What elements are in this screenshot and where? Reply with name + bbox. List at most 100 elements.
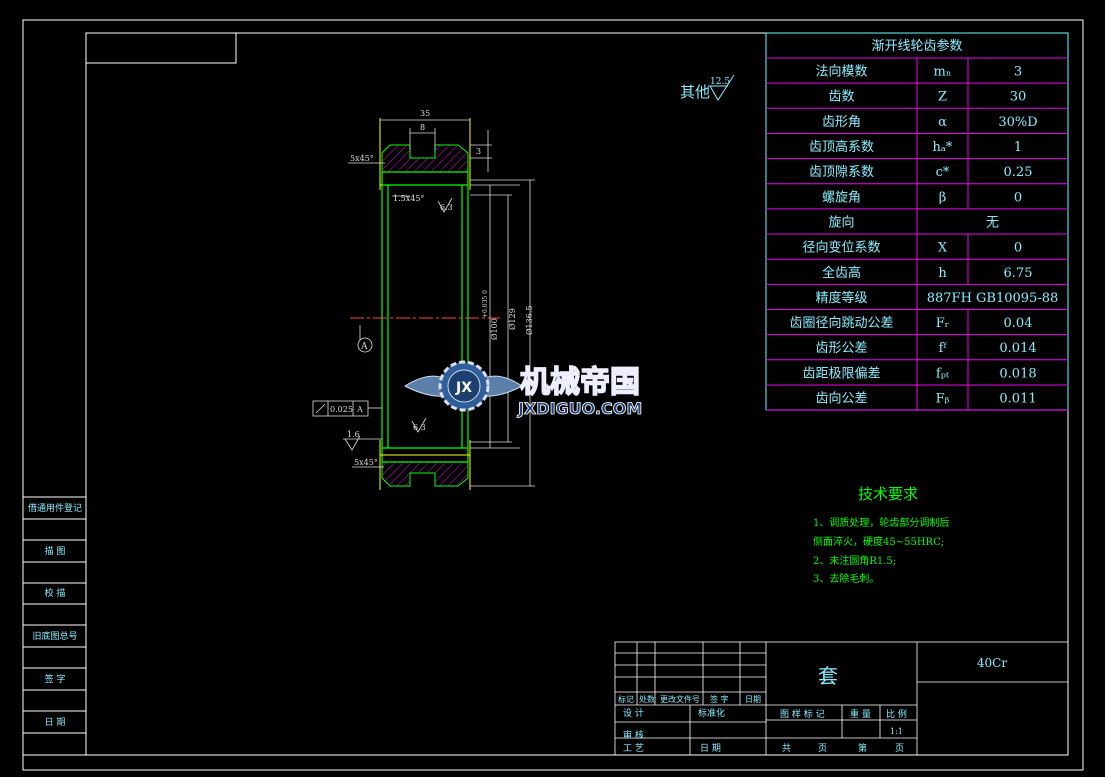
param-name: 齿向公差 (815, 391, 867, 407)
rev-h3: 签 字 (710, 694, 729, 704)
param-name: 齿数 (828, 90, 854, 105)
tb-weight: 重 量 (850, 708, 871, 720)
param-name: 径向变位系数 (802, 240, 880, 256)
param-value: 887FH GB10095-88 (927, 291, 1059, 306)
param-symbol: Fᵣ (936, 316, 950, 331)
param-name: 法向模数 (815, 64, 867, 80)
tech-line-3: 3、去除毛刺。 (813, 572, 879, 585)
dim-chamfer-bot: 5x45° (354, 458, 378, 467)
param-value: 0.25 (1004, 165, 1033, 180)
part-roughness-symbols (343, 162, 453, 468)
title-block (614, 641, 1069, 756)
roughness-symbol (708, 74, 735, 101)
rev-h4: 日期 (745, 695, 761, 704)
dim-dia-bore-tol: +0.035 0 (482, 290, 489, 318)
param-name: 齿形公差 (815, 341, 867, 356)
param-symbol: fₚₜ (936, 366, 950, 381)
param-value: 1 (1014, 140, 1022, 155)
param-symbol: X (938, 241, 948, 256)
param-symbol: c* (936, 165, 950, 180)
datum-circle (357, 337, 373, 353)
top-left-code-box (85, 32, 237, 64)
dim-width-top: 35 (420, 109, 430, 118)
roughness-other-value: 12.5 (710, 77, 730, 87)
param-symbol: fᶠ (939, 341, 948, 356)
param-name: 齿形角 (822, 115, 861, 130)
strip-item-2: 校 描 (45, 587, 66, 599)
rev-h1: 处数 (639, 694, 655, 704)
dim-rough-inner-bot: 6.3 (413, 423, 426, 432)
param-value: 30 (1010, 90, 1027, 105)
param-symbol: h (938, 266, 947, 281)
dim-chamfer-inner: 1.5x45° (393, 194, 424, 203)
tb-design: 设 计 (623, 707, 644, 719)
strip-item-1: 描 图 (45, 545, 66, 557)
param-symbol: Z (938, 90, 947, 105)
tb-process: 工 艺 (623, 743, 644, 754)
dim-dia-tip: Ø136.5 (525, 306, 534, 335)
watermark-gear-inner (447, 369, 481, 403)
tb-date: 日 期 (700, 743, 721, 754)
param-value: 0 (1014, 190, 1022, 205)
param-symbol: mₙ (934, 65, 952, 80)
param-symbol: α (938, 115, 947, 130)
tolerance-datum: A (356, 405, 363, 414)
strip-item-3: 旧底图总号 (32, 630, 77, 642)
dimensions (359, 119, 535, 487)
param-value: 无 (986, 215, 999, 230)
dim-rough-left: 1.6 (347, 430, 360, 439)
param-name: 齿圈径向跳动公差 (789, 315, 893, 331)
param-name: 精度等级 (815, 290, 867, 306)
watermark-en: JXDIGUO.COM (517, 399, 642, 418)
dim-slot-depth: 3 (476, 147, 481, 156)
left-strip-labels: 借通用件登记 描 图 校 描 旧底图总号 签 字 日 期 (28, 502, 82, 728)
param-value: 0.011 (999, 392, 1036, 407)
title-block-texts: 套 40Cr 标记 处数 更改文件号 签 字 日期 设 计 标准化 审 核 工 … (618, 656, 1007, 754)
param-value: 0 (1014, 241, 1022, 256)
rev-h2: 更改文件号 (660, 694, 700, 704)
watermark-cn: 机械帝国 (520, 365, 640, 400)
sheet-border (22, 19, 1084, 771)
param-name: 齿顶隙系数 (809, 165, 874, 180)
roughness-other-label: 其他 (680, 83, 710, 101)
tb-sheet: 页 (818, 743, 827, 754)
param-value: 0.04 (1004, 316, 1033, 331)
param-value: 0.014 (999, 341, 1036, 356)
hatch-top (381, 144, 469, 173)
param-symbol: hₐ* (933, 140, 953, 155)
part-name: 套 (818, 664, 838, 688)
param-name: 螺旋角 (822, 190, 861, 205)
strip-item-4: 签 字 (45, 673, 66, 685)
param-symbol: Fᵦ (936, 392, 950, 407)
tb-standard: 标准化 (698, 707, 725, 719)
tb-review: 审 核 (623, 729, 644, 741)
param-name: 全齿高 (822, 265, 861, 281)
param-name: 齿距极限偏差 (802, 366, 880, 381)
tolerance-value: 0.025 (330, 405, 353, 414)
tech-line-2: 2、未注圆角R1.5; (813, 554, 896, 567)
dim-dia-root: Ø129 (508, 308, 517, 330)
tech-line-0: 1、调质处理，轮齿部分调制后 (813, 516, 949, 529)
param-symbol: β (939, 190, 947, 205)
param-value: 6.75 (1004, 266, 1033, 281)
dim-dia-bore: Ø100 (490, 318, 499, 340)
strip-item-0: 借通用件登记 (28, 502, 82, 514)
watermark: JX 机械帝国 JXDIGUO.COM (404, 360, 643, 418)
param-name: 齿顶高系数 (809, 139, 874, 155)
tb-stage: 图 样 标 记 (780, 708, 825, 720)
material: 40Cr (977, 656, 1007, 670)
dim-chamfer-top: 5x45° (350, 154, 374, 163)
strip-item-5: 日 期 (45, 717, 66, 728)
watermark-badge: JX (455, 380, 472, 396)
left-strip (22, 496, 87, 756)
datum-label: A (360, 342, 368, 352)
hatch-bottom (381, 461, 469, 487)
tolerance-frame (312, 400, 382, 417)
param-value: 0.018 (999, 366, 1036, 381)
param-name: 旋向 (828, 214, 854, 230)
tb-sheets: 共 (782, 743, 791, 754)
tech-line-1: 侧面淬火，硬度45~55HRC; (813, 535, 944, 548)
rev-h0: 标记 (618, 694, 634, 704)
